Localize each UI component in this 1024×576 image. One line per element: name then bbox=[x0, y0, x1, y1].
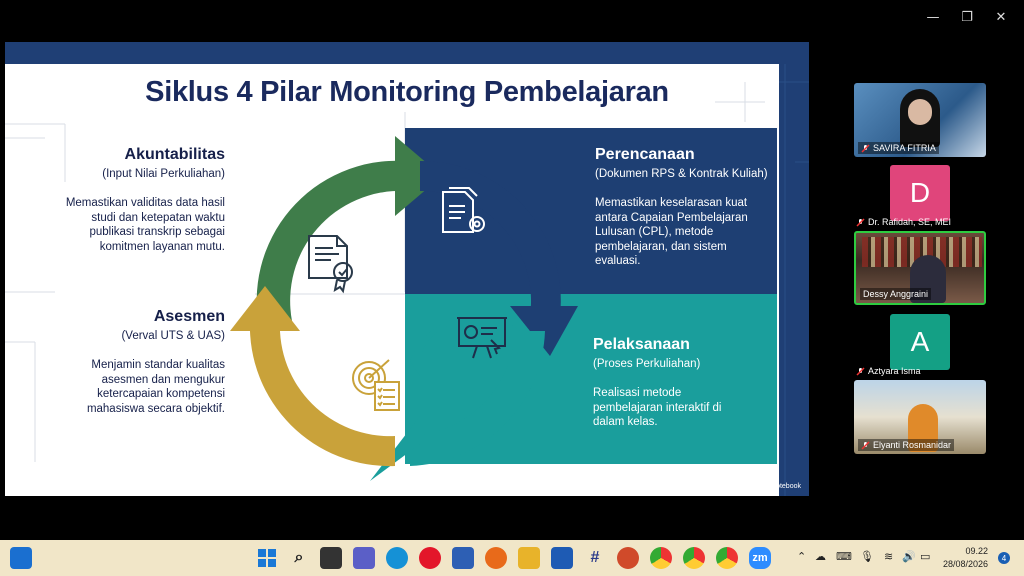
shared-slide: Siklus 4 Pilar Monitoring Pembelajaran bbox=[5, 42, 809, 496]
participant-tile-elyanti[interactable]: Elyanti Rosmanidar bbox=[854, 380, 986, 454]
participant-name: SAVIRA FITRIA bbox=[858, 142, 939, 154]
slide-title: Siklus 4 Pilar Monitoring Pembelajaran bbox=[145, 76, 669, 108]
teams-icon[interactable] bbox=[353, 547, 375, 569]
clock-date: 28/08/2026 bbox=[942, 559, 988, 569]
participant-video bbox=[908, 404, 938, 452]
perencanaan-title: Perencanaan bbox=[595, 146, 695, 163]
opera-icon[interactable] bbox=[419, 547, 441, 569]
chevron-up-icon[interactable]: ⌃ bbox=[797, 550, 807, 563]
cloud-icon: ☁ bbox=[736, 483, 744, 490]
zoom-icon[interactable]: zm bbox=[749, 547, 771, 569]
pelaksanaan-block: Pelaksanaan (Proses Perkuliahan) Realisa… bbox=[593, 336, 753, 430]
muted-mic-icon bbox=[856, 217, 865, 227]
restore-icon[interactable]: ❐ bbox=[961, 9, 973, 25]
pelaksanaan-subtitle: (Proses Perkuliahan) bbox=[593, 358, 701, 370]
presentation-icon bbox=[457, 317, 507, 359]
participant-face bbox=[908, 99, 932, 125]
asesmen-block: Asesmen (Verval UTS & UAS) Menjamin stan… bbox=[45, 308, 225, 416]
app-icon[interactable] bbox=[617, 547, 639, 569]
perencanaan-panel bbox=[405, 128, 777, 294]
akuntabilitas-block: Akuntabilitas (Input Nilai Perkuliahan) … bbox=[45, 146, 225, 254]
slide-frame bbox=[779, 42, 809, 496]
cycle-diagram bbox=[230, 136, 578, 481]
certificate-icon bbox=[308, 235, 353, 294]
chrome-icon[interactable] bbox=[650, 547, 672, 569]
muted-mic-icon bbox=[861, 440, 870, 450]
file-explorer-icon[interactable] bbox=[518, 547, 540, 569]
keyboard-icon[interactable]: ⌨ bbox=[836, 550, 852, 563]
widgets-icon[interactable] bbox=[10, 547, 32, 569]
task-view-icon[interactable] bbox=[320, 547, 342, 569]
participant-name: Dr. Rafidah, SE, MEI bbox=[856, 217, 951, 227]
word-icon[interactable] bbox=[551, 547, 573, 569]
participant-video bbox=[910, 255, 946, 303]
participant-name: Aztyara Isma bbox=[856, 366, 921, 376]
edge-icon[interactable] bbox=[386, 547, 408, 569]
pelaksanaan-title: Pelaksanaan bbox=[593, 336, 690, 353]
participant-avatar-rafidah[interactable]: D bbox=[890, 165, 950, 221]
gemini-notebook-brand: ☁ Gemini Notebook bbox=[736, 482, 801, 491]
cloud-icon[interactable]: ☁ bbox=[815, 550, 826, 563]
notification-badge[interactable]: 4 bbox=[998, 552, 1010, 564]
wifi-icon[interactable]: ≋ bbox=[884, 550, 894, 563]
asesmen-subtitle: (Verval UTS & UAS) bbox=[121, 330, 225, 342]
akuntabilitas-subtitle: (Input Nilai Perkuliahan) bbox=[102, 168, 225, 180]
clock[interactable]: 09.22 28/08/2026 bbox=[943, 545, 988, 571]
muted-mic-icon bbox=[861, 143, 870, 153]
minimize-icon[interactable]: — bbox=[926, 9, 940, 25]
participant-tile-savira[interactable]: SAVIRA FITRIA bbox=[854, 83, 986, 157]
pelaksanaan-description: Realisasi metode pembelajaran interaktif… bbox=[593, 387, 722, 428]
hashtag-app-icon[interactable]: # bbox=[590, 549, 600, 566]
target-checklist-icon bbox=[352, 359, 400, 411]
store-icon[interactable] bbox=[452, 547, 474, 569]
chrome-icon[interactable] bbox=[716, 547, 738, 569]
start-icon[interactable] bbox=[256, 547, 278, 569]
search-icon[interactable]: ⌕ bbox=[294, 549, 304, 566]
asesmen-description: Menjamin standar kualitas asesmen dan me… bbox=[86, 359, 225, 415]
participant-tile-dessy[interactable]: Dessy Anggraini bbox=[854, 231, 986, 305]
participant-name: Dessy Anggraini bbox=[860, 288, 932, 300]
documents-gear-icon bbox=[442, 187, 485, 233]
akuntabilitas-title: Akuntabilitas bbox=[124, 146, 225, 163]
chrome-icon[interactable] bbox=[683, 547, 705, 569]
volume-icon[interactable]: 🔊 bbox=[902, 550, 916, 563]
perencanaan-block: Perencanaan (Dokumen RPS & Kontrak Kulia… bbox=[595, 146, 770, 269]
firefox-icon[interactable] bbox=[485, 547, 507, 569]
participant-name: Elyanti Rosmanidar bbox=[858, 439, 955, 451]
perencanaan-description: Memastikan keselarasan kuat antara Capai… bbox=[595, 197, 748, 267]
close-icon[interactable]: ✕ bbox=[995, 9, 1007, 25]
asesmen-title: Asesmen bbox=[153, 308, 225, 325]
muted-mic-icon bbox=[856, 366, 865, 376]
taskbar: ⌕ # zm ⌃ ☁ ⌨ 🎙 ≋ 🔊 ▭ 09.22 28/08/2026 4 bbox=[0, 540, 1024, 576]
zoom-meeting-window: — ❐ ✕ Siklus 4 Pilar Monitoring Pembelaj… bbox=[5, 6, 1018, 496]
akuntabilitas-description: Memastikan validitas data hasil studi da… bbox=[65, 197, 225, 253]
microphone-icon[interactable]: 🎙 bbox=[860, 550, 874, 563]
clock-time: 09.22 bbox=[965, 546, 988, 556]
participant-avatar-aztyara[interactable]: A bbox=[890, 314, 950, 370]
perencanaan-subtitle: (Dokumen RPS & Kontrak Kuliah) bbox=[595, 168, 768, 180]
battery-icon[interactable]: ▭ bbox=[920, 550, 931, 563]
slide-frame bbox=[5, 42, 809, 64]
window-controls: — ❐ ✕ bbox=[916, 6, 1018, 28]
